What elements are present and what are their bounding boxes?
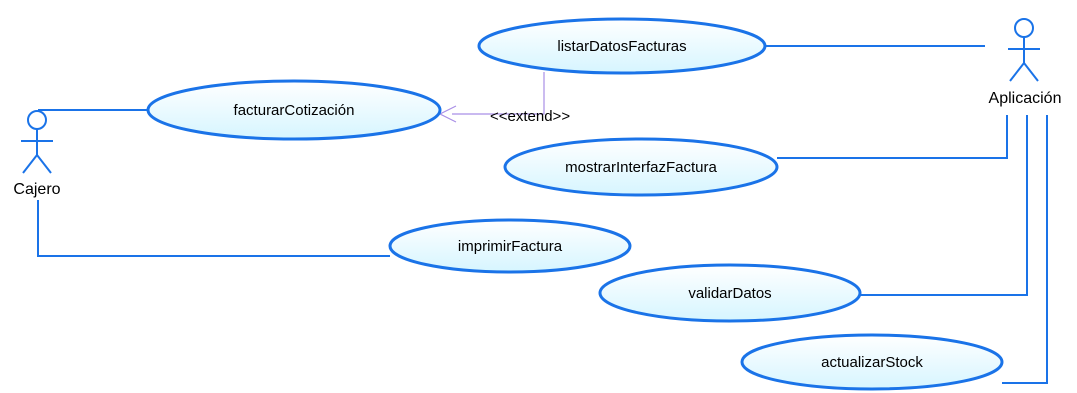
use-case-label: actualizarStock bbox=[821, 354, 923, 371]
actor-aplicacion[interactable]: Aplicación bbox=[989, 18, 1062, 107]
use-case-label: validarDatos bbox=[688, 285, 771, 302]
use-case-label: listarDatosFacturas bbox=[557, 38, 686, 55]
actor-label: Aplicación bbox=[989, 90, 1062, 107]
use-case-label: imprimirFactura bbox=[458, 238, 563, 255]
stick-figure-icon bbox=[21, 110, 53, 174]
use-case-label: facturarCotización bbox=[234, 102, 355, 119]
use-case-label: mostrarInterfazFactura bbox=[565, 159, 717, 176]
use-case-mostrar-interfaz-factura[interactable]: mostrarInterfazFactura bbox=[503, 137, 779, 197]
association-cajero-imprimir bbox=[37, 200, 390, 257]
use-case-facturar-cotizacion[interactable]: facturarCotización bbox=[146, 79, 442, 141]
association-aplicacion-actualizar bbox=[1002, 115, 1048, 384]
use-case-listar-datos-facturas[interactable]: listarDatosFacturas bbox=[477, 17, 767, 75]
extend-connector bbox=[452, 72, 545, 115]
stick-figure-icon bbox=[1008, 18, 1040, 82]
association-aplicacion-validar bbox=[860, 115, 1028, 296]
association-aplicacion-mostrar bbox=[777, 115, 1008, 159]
use-case-imprimir-factura[interactable]: imprimirFactura bbox=[388, 218, 632, 274]
actor-label: Cajero bbox=[13, 181, 60, 198]
extend-stereotype-label: <<extend>> bbox=[490, 108, 570, 125]
use-case-validar-datos[interactable]: validarDatos bbox=[598, 263, 862, 323]
actor-cajero[interactable]: Cajero bbox=[13, 110, 61, 198]
use-case-actualizar-stock[interactable]: actualizarStock bbox=[740, 333, 1004, 391]
